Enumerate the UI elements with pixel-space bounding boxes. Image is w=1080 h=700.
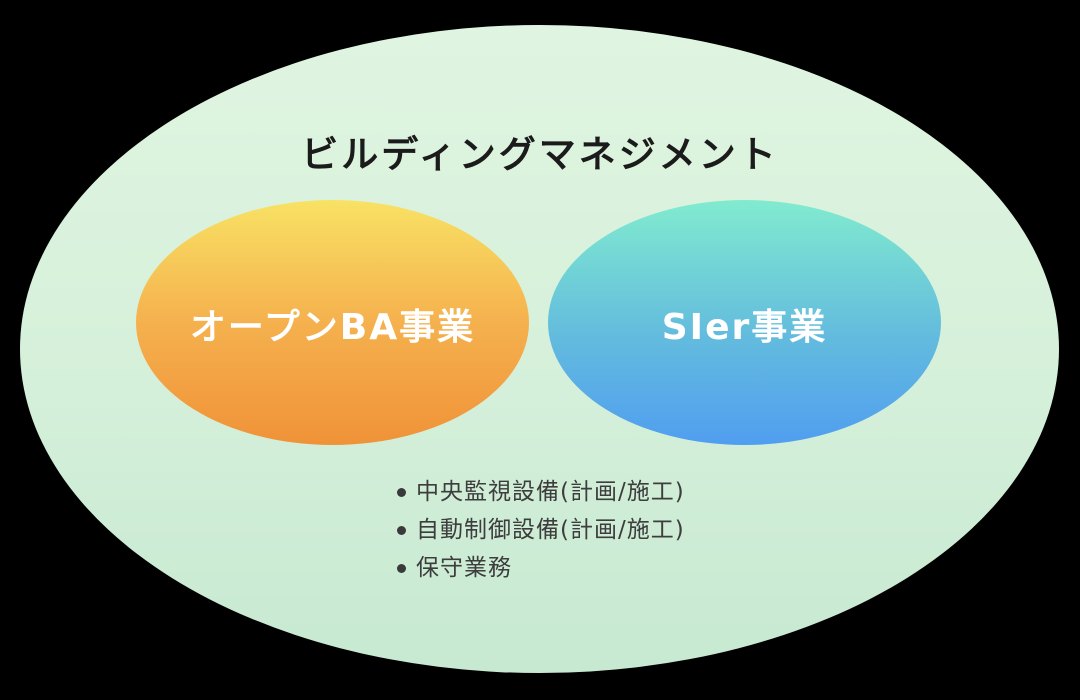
open-ba-business-label: オープンBA事業 [189,306,476,348]
sier-business-ellipse: SIer事業 [548,200,941,445]
bullet-item-maintenance: 保守業務 [397,549,685,587]
sier-business-label: SIer事業 [661,306,828,348]
open-ba-business-ellipse: オープンBA事業 [136,200,529,445]
bullet-item-central-monitoring: 中央監視設備(計画/施工) [397,473,685,511]
bullet-item-automatic-control: 自動制御設備(計画/施工) [397,511,685,549]
diagram-title: ビルディングマネジメント [301,133,779,176]
services-bullet-list: 中央監視設備(計画/施工) 自動制御設備(計画/施工) 保守業務 [397,473,685,587]
